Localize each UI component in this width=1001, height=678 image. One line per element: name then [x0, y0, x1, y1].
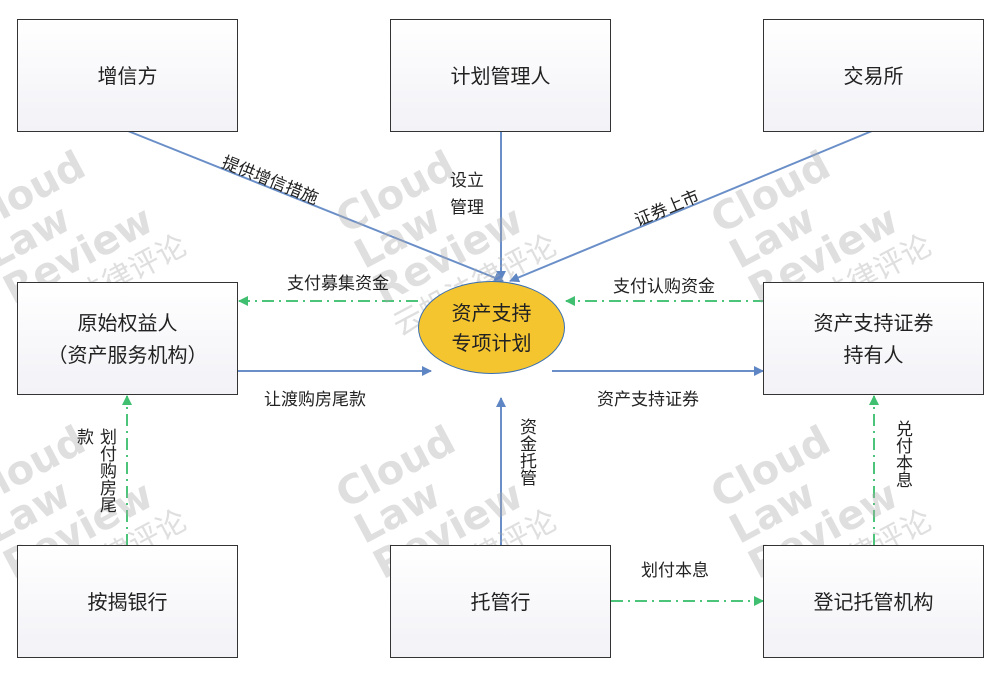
node-label: （资产服务机构）: [47, 342, 208, 367]
node-label: 托管行: [470, 589, 531, 614]
node-label: 交易所: [843, 63, 904, 88]
node-custodian: 托管行: [390, 545, 611, 658]
node-guarantor: 增信方: [17, 19, 238, 132]
node-label: 登记托管机构: [813, 589, 934, 614]
edge-label-establish: 设立 管理: [450, 171, 484, 218]
node-mortgage-bank: 按揭银行: [17, 545, 238, 658]
edge-label-transfer-principal-interest: 划付本息: [641, 561, 709, 581]
edge-label-pay-raised-funds: 支付募集资金: [287, 274, 389, 294]
node-label: 增信方: [97, 63, 158, 88]
edge-exchange-to-spv: [509, 130, 873, 283]
node-holders: 资产支持证券 持有人: [763, 282, 984, 395]
edge-label-transfer-tail: 让渡购房尾款: [264, 390, 366, 410]
node-label: 资产支持证券: [813, 310, 934, 335]
node-plan-manager: 计划管理人: [390, 19, 611, 132]
node-label: 持有人: [843, 342, 904, 367]
node-spv: 资产支持 专项计划: [418, 281, 565, 374]
node-label: 专项计划: [451, 330, 532, 355]
edge-label-fund-custody: 资金托管: [516, 418, 536, 486]
node-label: 资产支持: [451, 300, 532, 325]
edge-guarantor-to-spv: [127, 130, 504, 283]
node-exchange: 交易所: [763, 19, 984, 132]
edge-label-pay-subscription: 支付认购资金: [613, 277, 715, 297]
edge-label-redeem-principal-interest: 兑付本息: [892, 420, 912, 488]
node-originator: 原始权益人 （资产服务机构）: [17, 282, 238, 395]
node-label: 按揭银行: [87, 589, 168, 614]
node-label: 原始权益人: [77, 310, 178, 335]
node-registrar: 登记托管机构: [763, 545, 984, 658]
edge-label-transfer-tail-payment: 划付购房尾款: [73, 428, 116, 513]
edge-label-abs-securities: 资产支持证券: [597, 390, 699, 410]
node-label: 计划管理人: [450, 63, 551, 88]
